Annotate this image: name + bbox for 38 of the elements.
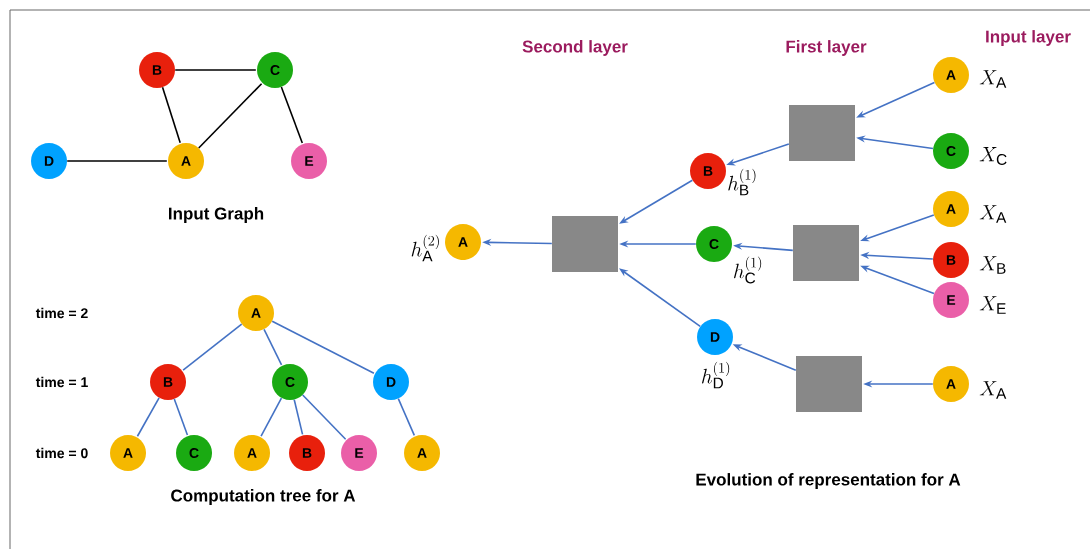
edge-line	[197, 82, 263, 149]
math-label: $h_{\mathrm{C}}^{(1)}$	[734, 256, 762, 284]
panel-caption: Evolution of representation for A	[696, 473, 961, 489]
edge-line	[293, 398, 304, 436]
layer-heading: Input layer	[986, 30, 1071, 46]
aggregator-box	[793, 225, 859, 281]
math-label: $h_{\mathrm{D}}^{(1)}$	[702, 361, 730, 389]
time-label: time = 2	[35, 307, 88, 319]
layer-heading: First layer	[786, 40, 867, 56]
edge-line	[174, 69, 257, 71]
time-label: time = 0	[35, 447, 88, 459]
edge-line	[271, 320, 375, 375]
edge-line	[280, 86, 304, 144]
edge-line	[66, 160, 168, 162]
aggregator-box	[552, 216, 618, 272]
math-label: $h_{\mathrm{B}}^{(1)}$	[728, 168, 756, 196]
edge-line	[397, 397, 416, 437]
math-label: $X_{\mathrm{A}}$	[979, 70, 1007, 88]
panel-caption: Computation tree for A	[171, 489, 356, 505]
edge-line	[182, 323, 243, 371]
edge-line	[173, 398, 189, 436]
edge-line	[136, 397, 160, 438]
aggregator-box	[789, 105, 855, 161]
aggregator-box	[796, 356, 862, 412]
graph-caption: Input Graph	[169, 207, 264, 223]
arrow	[619, 268, 701, 328]
edge-line	[301, 394, 347, 441]
math-label: $X_{\mathrm{A}}$	[979, 381, 1007, 399]
math-label: $X_{\mathrm{E}}$	[979, 296, 1006, 314]
layer-heading: Second layer	[522, 40, 628, 56]
math-label: $h_{\mathrm{A}}^{(2)}$	[411, 234, 439, 262]
time-label: time = 1	[35, 376, 88, 388]
math-label: $X_{\mathrm{C}}$	[979, 147, 1007, 165]
edge-line	[263, 328, 283, 366]
edge-line	[161, 86, 181, 144]
math-label: $X_{\mathrm{B}}$	[979, 256, 1006, 274]
edge-line	[260, 397, 283, 437]
math-label: $X_{\mathrm{A}}$	[979, 205, 1007, 223]
